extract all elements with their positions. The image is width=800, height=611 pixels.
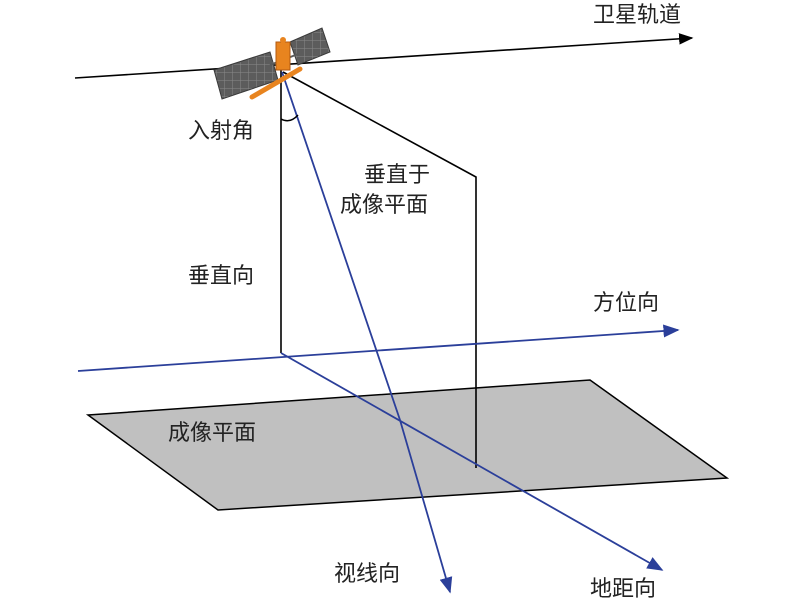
perp-plane-label-line2: 成像平面 bbox=[340, 193, 429, 218]
azimuth-axis bbox=[77, 324, 680, 372]
satellite-body bbox=[275, 41, 291, 71]
azimuth-label: 方位向 bbox=[593, 291, 660, 316]
ground-range-label: 地距向 bbox=[590, 577, 657, 602]
satellite-antenna bbox=[249, 66, 303, 100]
satellite-solar-panel-left bbox=[213, 51, 279, 100]
line-of-sight-label: 视线向 bbox=[334, 562, 401, 587]
incidence-angle-arc bbox=[280, 114, 299, 122]
line-of-sight-axis bbox=[281, 71, 453, 594]
satellite-icon bbox=[213, 27, 331, 100]
satellite-solar-panel-right bbox=[289, 27, 331, 66]
ground-range-axis bbox=[280, 352, 664, 571]
vertical-label: 垂直向 bbox=[188, 264, 255, 289]
imaging-plane-label: 成像平面 bbox=[168, 421, 257, 446]
perpendicular-plane-outline bbox=[282, 71, 477, 468]
orbit-label: 卫星轨道 bbox=[593, 3, 682, 28]
incidence-angle-label: 入射角 bbox=[188, 119, 255, 144]
orbit-axis bbox=[74, 33, 694, 79]
perp-plane-label-line1: 垂直于 bbox=[364, 163, 431, 188]
